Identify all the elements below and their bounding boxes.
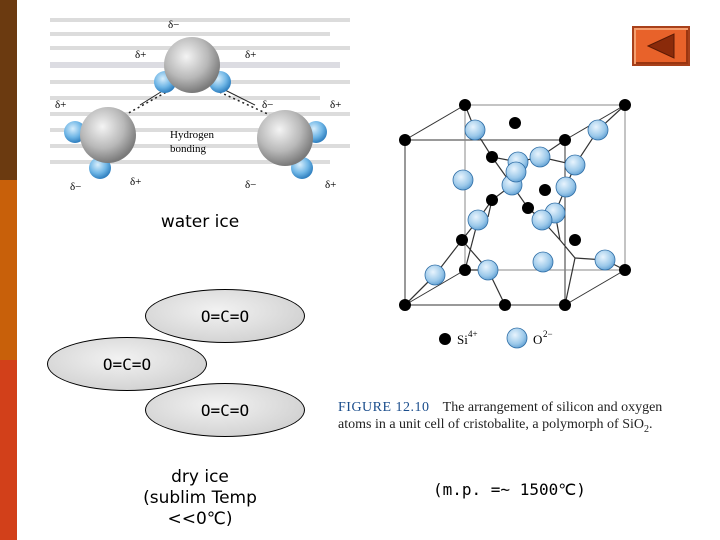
delta-plus-label: δ+ bbox=[135, 49, 146, 61]
delta-minus-label: δ− bbox=[70, 181, 81, 193]
figure-number: FIGURE 12.10 bbox=[338, 400, 430, 415]
oxygen-legend-marker bbox=[506, 327, 528, 349]
figure-caption-line2: atoms in a unit cell of cristobalite, a … bbox=[338, 417, 644, 432]
water-molecule-right bbox=[257, 110, 327, 179]
figure-caption-line1: The arrangement of silicon and oxygen bbox=[442, 400, 663, 415]
hydrogen-bonding-label-line2: bonding bbox=[170, 143, 207, 155]
figure-caption-line2-row: atoms in a unit cell of cristobalite, a … bbox=[338, 416, 708, 438]
water-molecule-top bbox=[154, 37, 231, 93]
atom-legend: Si 4+ O 2− bbox=[439, 327, 553, 349]
melting-point-label: (m.p. =~ 1500℃) bbox=[433, 480, 586, 499]
hydrogen-bond-lines bbox=[124, 89, 271, 116]
delta-plus-label: δ+ bbox=[55, 99, 66, 111]
delta-minus-label: δ− bbox=[262, 99, 273, 111]
figure-caption: FIGURE 12.10 The arrangement of silicon … bbox=[338, 397, 708, 438]
oxygen-atoms bbox=[424, 119, 616, 286]
water-ice-caption: water ice bbox=[160, 212, 240, 232]
figure-caption-subscript: 2 bbox=[644, 423, 649, 435]
side-band-middle bbox=[0, 180, 17, 360]
figure-caption-end: . bbox=[649, 417, 653, 432]
dry-ice-caption-line1: dry ice bbox=[171, 467, 229, 487]
back-arrow-icon bbox=[646, 33, 675, 59]
figure-caption-line1-row: FIGURE 12.10 The arrangement of silicon … bbox=[338, 397, 708, 416]
back-button[interactable] bbox=[632, 26, 690, 66]
silicon-atoms bbox=[399, 99, 631, 311]
oxygen-legend-label: O bbox=[533, 332, 542, 347]
dry-ice-caption-line3: <<0℃) bbox=[167, 509, 233, 529]
delta-plus-label: δ+ bbox=[330, 99, 341, 111]
silicon-legend-charge: 4+ bbox=[468, 329, 478, 339]
water-molecule-left bbox=[64, 107, 136, 179]
dry-ice-caption: dry ice (sublim Temp <<0℃) bbox=[120, 467, 280, 530]
co2-molecule-2: O=C=O bbox=[47, 337, 207, 391]
delta-minus-label: δ− bbox=[168, 19, 179, 31]
water-ice-diagram: δ− δ+ δ+ δ+ δ− δ+ δ− δ+ δ− δ+ Hydrogen b… bbox=[50, 18, 350, 193]
oxygen-legend-charge: 2− bbox=[543, 329, 553, 339]
dry-ice-caption-line2: (sublim Temp bbox=[143, 488, 257, 508]
cristobalite-unit-cell-diagram bbox=[399, 99, 631, 311]
hydrogen-bonding-label-line1: Hydrogen bbox=[170, 129, 214, 141]
silicon-legend-label: Si bbox=[457, 332, 468, 347]
side-band-bottom bbox=[0, 360, 17, 540]
co2-molecule-3: O=C=O bbox=[145, 383, 305, 437]
delta-plus-label: δ+ bbox=[325, 179, 336, 191]
delta-plus-label: δ+ bbox=[130, 176, 141, 188]
silicon-legend-marker bbox=[439, 333, 451, 345]
delta-plus-label: δ+ bbox=[245, 49, 256, 61]
co2-molecule-1: O=C=O bbox=[145, 289, 305, 343]
delta-minus-label: δ− bbox=[245, 179, 256, 191]
side-band-top bbox=[0, 0, 17, 180]
